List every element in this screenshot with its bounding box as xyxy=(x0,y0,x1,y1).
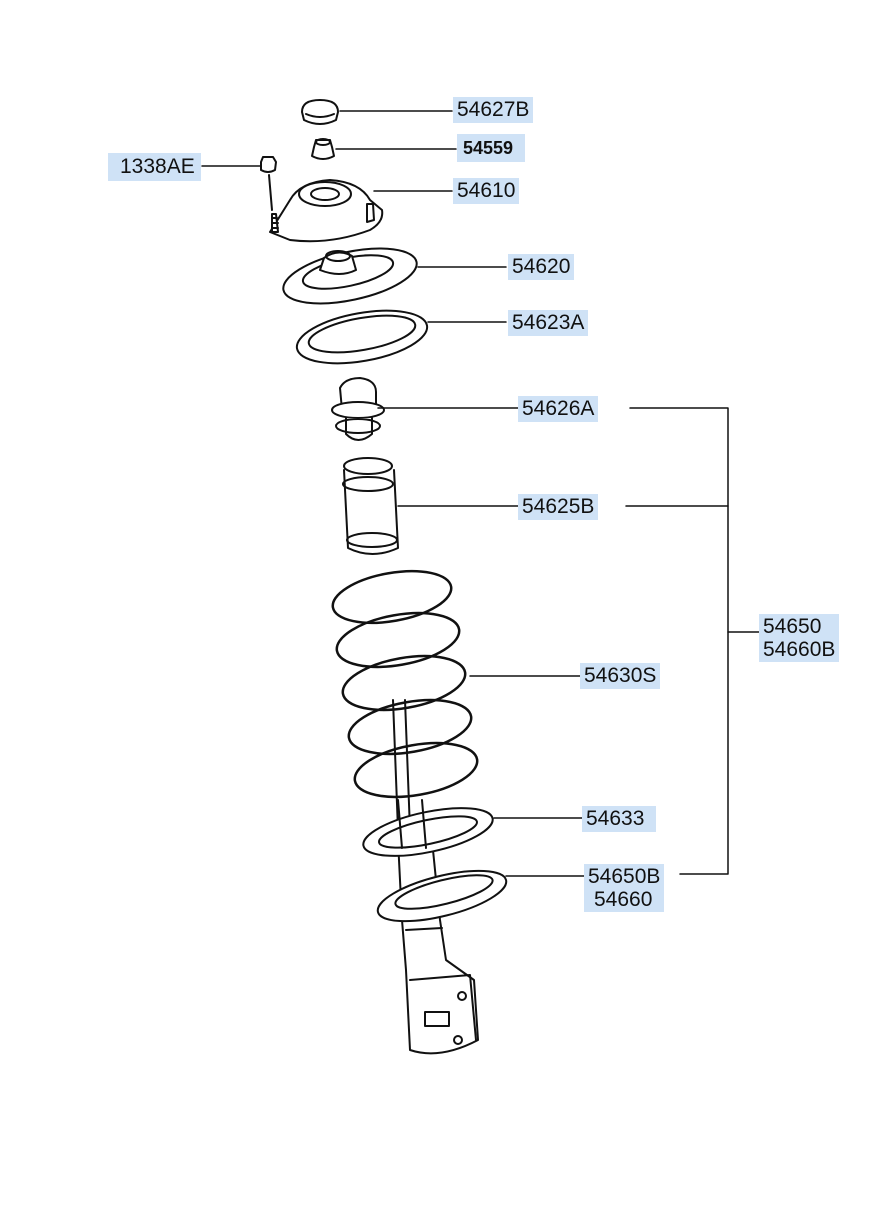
part-label-54650: 54650 xyxy=(763,615,822,638)
part-label-54650-54660b: 54650 54660B xyxy=(759,614,840,662)
part-label-54630s: 54630S xyxy=(580,663,661,689)
lock-nut-part xyxy=(311,138,335,160)
leader-lines xyxy=(201,110,763,877)
part-label-54660: 54660 xyxy=(594,888,653,911)
part-label-54650b-54660: 54650B 54660 xyxy=(584,864,665,912)
part-label-54610: 54610 xyxy=(453,178,520,204)
part-label-54625b: 54625B xyxy=(518,494,599,520)
part-label-54633: 54633 xyxy=(582,806,657,832)
part-label-1338ae: 1338AE xyxy=(108,153,201,181)
strut-insulator-part xyxy=(269,179,384,243)
upper-spring-seat-part xyxy=(282,247,418,305)
dust-cap-part xyxy=(301,99,339,125)
dust-cover-part xyxy=(342,457,399,555)
part-label-54620: 54620 xyxy=(508,254,575,280)
part-label-54626a: 54626A xyxy=(518,396,599,422)
mount-nut-part xyxy=(260,156,277,211)
part-label-54623a: 54623A xyxy=(508,310,589,336)
part-label-54559: 54559 xyxy=(457,134,526,162)
part-label-54660b: 54660B xyxy=(763,638,836,661)
spring-pad-part xyxy=(295,309,429,365)
coil-spring-part xyxy=(331,569,479,799)
bump-stopper-part xyxy=(331,377,385,441)
lower-spring-seat-part xyxy=(376,869,508,923)
lower-spring-pad-part xyxy=(362,799,494,857)
part-label-54627b: 54627B xyxy=(453,97,534,123)
part-label-54650b: 54650B xyxy=(588,865,661,888)
